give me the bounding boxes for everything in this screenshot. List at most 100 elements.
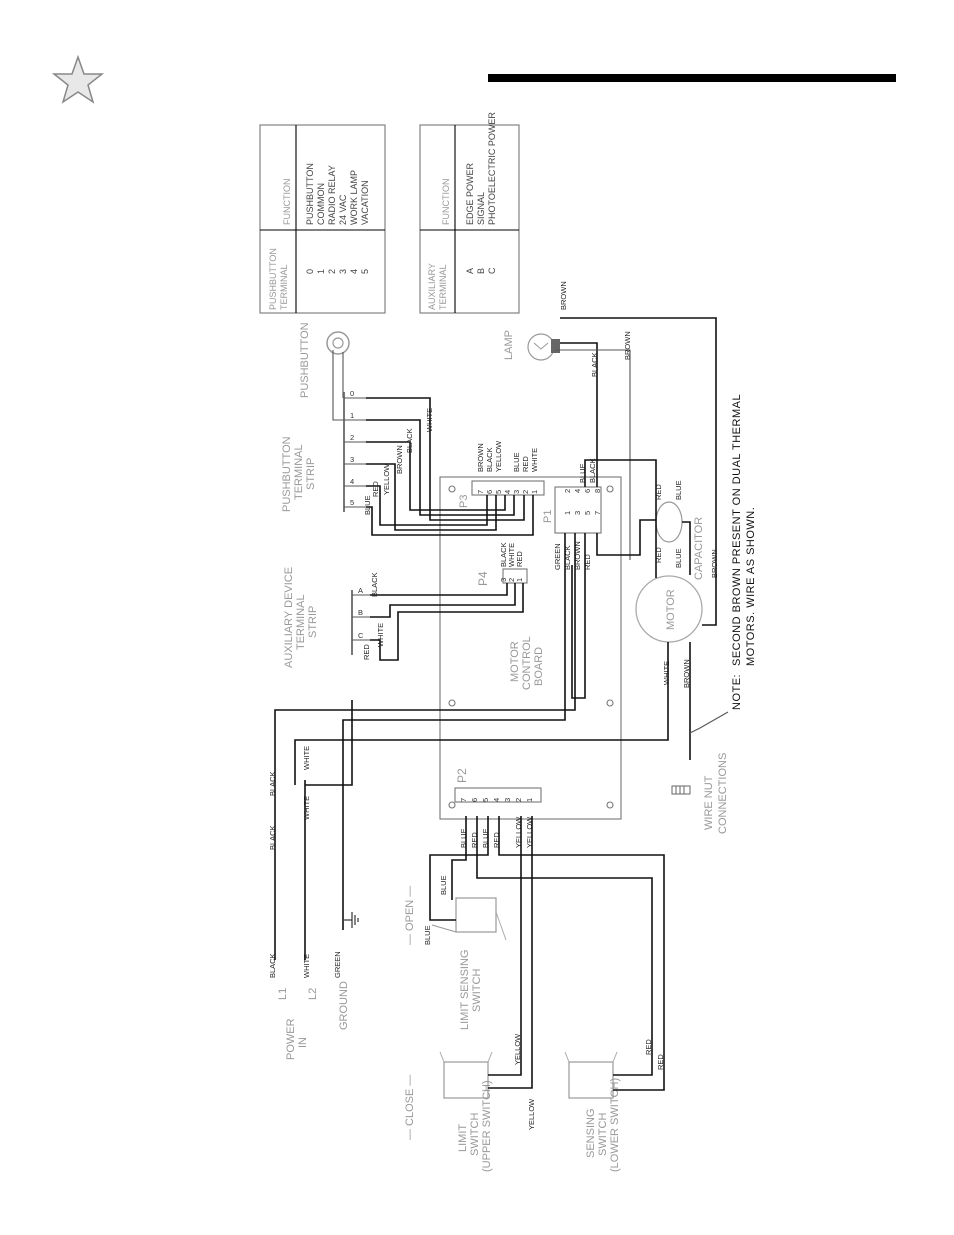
aux-strip-label-3: STRIP: [307, 606, 319, 638]
auxiliary-terminal-table: AUXILIARY TERMINAL FUNCTION A B C EDGE P…: [419, 112, 520, 314]
p4-wire-red: RED: [515, 551, 524, 567]
l2-label: L2: [307, 988, 319, 1000]
lbl-brown-4: BROWN: [710, 549, 719, 578]
p4-wire-black: BLACK: [499, 542, 508, 567]
sensing-switch: [564, 1051, 618, 1099]
wire-nut-label: WIRE NUT CONNECTIONS: [703, 753, 729, 834]
pb-col-function: FUNCTION: [282, 179, 292, 226]
p3-wire-brown: BROWN: [476, 443, 485, 472]
lbl-red-5: RED: [644, 1039, 653, 1055]
lbl-black-3: BLACK: [590, 352, 599, 377]
pb-col-terminal-line2: TERMINAL: [279, 264, 289, 310]
pb-terminal-4: 4: [349, 269, 359, 274]
lbl-white-3: WHITE: [662, 661, 671, 685]
aux-function-b: SIGNAL: [476, 192, 486, 225]
pb-function-1: COMMON: [316, 183, 326, 225]
p4-pin-3: 3: [499, 578, 508, 582]
p1-connector: P1 1 3 5 7 2 4 6 8 BLUE BLACK GREEN BLAC…: [542, 458, 602, 570]
p1-pin-4: 4: [573, 489, 582, 493]
motor-control-board: [439, 476, 622, 820]
p1-wire-blue: BLUE: [578, 463, 587, 483]
lbl-yellow-1: YELLOW: [382, 463, 391, 495]
p2-pin-1: 1: [525, 798, 534, 802]
p1-wire-brown: BROWN: [573, 541, 582, 570]
p2-wire-red: RED: [470, 832, 479, 848]
aux-strip-b: B: [358, 608, 363, 617]
pb-strip-label: PUSHBUTTON TERMINAL STRIP: [281, 436, 317, 512]
p1-wire-red: RED: [583, 554, 592, 570]
power-in-label-1: POWER: [285, 1018, 297, 1060]
aux-terminal-a: A: [465, 268, 475, 274]
p2-connector: P2 7 6 5 4 3 2 1 BLUE RED BLUE RED YELLO…: [454, 768, 542, 848]
p3-wire-white: WHITE: [530, 448, 539, 472]
lbl-white-5: WHITE: [302, 796, 311, 820]
note-line-1: SECOND BROWN PRESENT ON DUAL THERMAL: [731, 394, 743, 666]
lamp: [527, 333, 560, 361]
board-label-2: CONTROL: [521, 636, 533, 690]
limit-switch-label-1: LIMIT: [457, 1124, 469, 1152]
power-in-label-2: IN: [297, 1037, 309, 1048]
lbl-brown-5: BROWN: [682, 659, 691, 688]
lbl-white-6: WHITE: [302, 954, 311, 978]
p3-pin-2: 2: [521, 490, 530, 494]
aux-function-a: EDGE POWER: [465, 162, 475, 225]
aux-strip-label-1: AUXILIARY DEVICE: [283, 567, 295, 668]
aux-strip-c: C: [358, 631, 364, 640]
p3-pin-1: 1: [530, 490, 539, 494]
sensing-switch-label: SENSING SWITCH (LOWER SWITCH): [585, 1078, 621, 1172]
p4-label: P4: [476, 571, 490, 586]
p4-pin-2: 2: [507, 578, 516, 582]
limit-switch-label-3: (UPPER SWITCH): [481, 1080, 493, 1172]
aux-col-terminal-line1: AUXILIARY: [427, 263, 437, 310]
limit-switch-label: LIMIT SWITCH (UPPER SWITCH): [457, 1080, 493, 1172]
lbl-blue-4: BLUE: [439, 875, 448, 895]
lbl-blue-1: BLUE: [363, 495, 372, 515]
p4-wire-white: WHITE: [507, 543, 516, 567]
lbl-black-4: BLACK: [268, 771, 277, 796]
lbl-blue-5: BLUE: [423, 925, 432, 945]
pushbutton-terminal-table: PUSHBUTTON TERMINAL FUNCTION 0 1 2 3 4 5…: [259, 124, 386, 314]
lbl-brown-3: BROWN: [623, 331, 632, 360]
motor-label: MOTOR: [665, 589, 677, 630]
pb-strip-5: 5: [350, 498, 354, 507]
p2-wire-yellow: YELLOW: [514, 816, 523, 848]
ground-icon: [344, 912, 359, 928]
p3-wire-black: BLACK: [485, 447, 494, 472]
aux-col-function: FUNCTION: [441, 179, 451, 226]
sensing-switch-label-1: SENSING: [585, 1108, 597, 1158]
pb-function-3: 24 VAC: [338, 194, 348, 225]
p3-pin-5: 5: [494, 490, 503, 494]
wires: [274, 317, 717, 1091]
lbl-yellow-3: YELLOW: [527, 1098, 536, 1130]
lbl-yellow-2: YELLOW: [513, 1033, 522, 1065]
p2-pin-3: 3: [503, 798, 512, 802]
pb-strip-4: 4: [350, 477, 354, 486]
capacitor: [655, 501, 683, 543]
p3-wire-yellow: YELLOW: [494, 440, 503, 472]
lbl-red-3: RED: [654, 484, 663, 500]
p2-pin-7: 7: [459, 798, 468, 802]
p2-wire-red-2: RED: [492, 832, 501, 848]
note: NOTE: SECOND BROWN PRESENT ON DUAL THERM…: [731, 394, 757, 710]
p1-label: P1: [542, 510, 554, 523]
note-prefix: NOTE:: [731, 674, 743, 710]
p1-pin-2: 2: [563, 489, 572, 493]
p1-pin-7: 7: [593, 511, 602, 515]
p2-label: P2: [455, 768, 469, 783]
pb-strip-label-2: TERMINAL: [293, 444, 305, 500]
pb-strip-3: 3: [350, 455, 354, 464]
l1-label: L1: [277, 988, 289, 1000]
pb-strip-2: 2: [350, 433, 354, 442]
p1-pin-3: 3: [573, 511, 582, 515]
aux-strip-label-2: TERMINAL: [295, 594, 307, 650]
p1-wire-black: BLACK: [588, 458, 597, 483]
pb-function-4: WORK LAMP: [349, 170, 359, 225]
wire-nut-icon: [671, 785, 691, 795]
p2-pin-6: 6: [470, 798, 479, 802]
wire-nut-label-1: WIRE NUT: [703, 775, 715, 830]
aux-strip-label: AUXILIARY DEVICE TERMINAL STRIP: [283, 567, 319, 668]
sensing-switch-label-3: (LOWER SWITCH): [609, 1078, 621, 1172]
p3-label: P3: [458, 495, 470, 508]
pb-terminal-0: 0: [305, 269, 315, 274]
